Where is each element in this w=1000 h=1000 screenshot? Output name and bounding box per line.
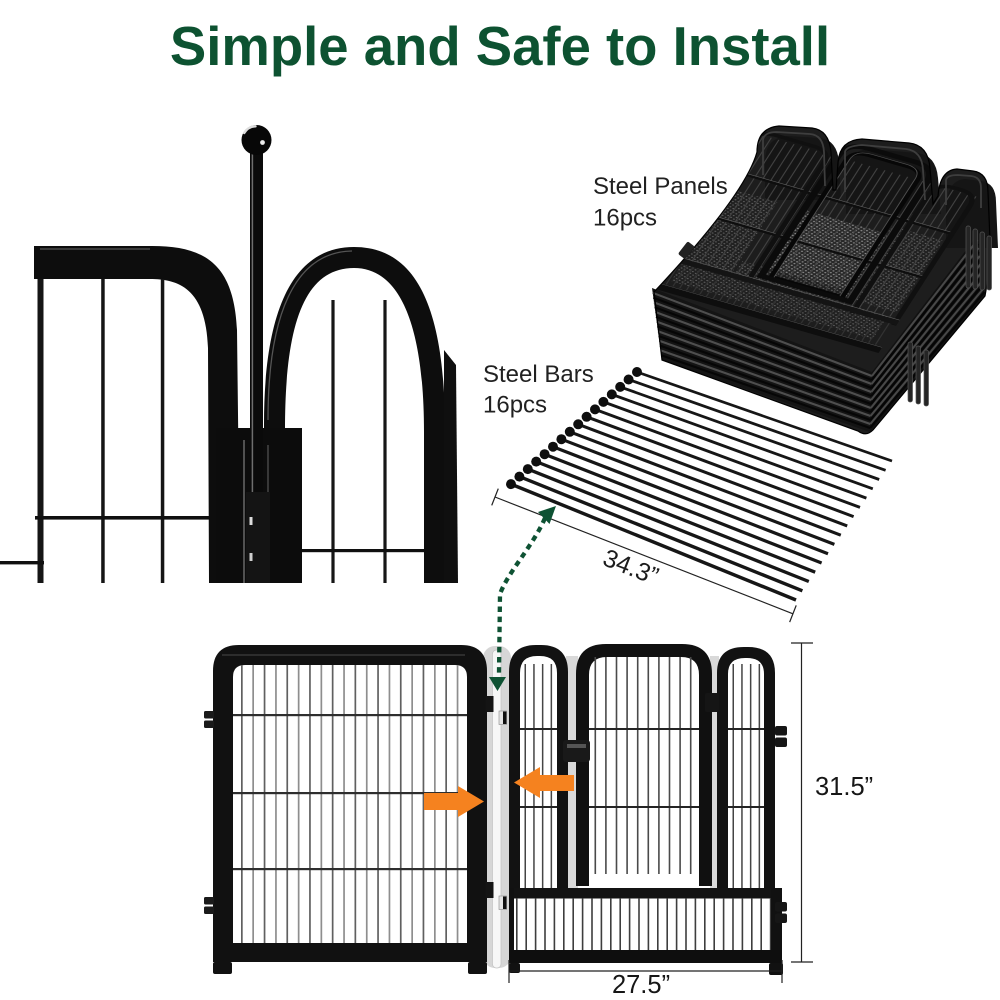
svg-text:27.5”: 27.5” xyxy=(612,971,670,999)
svg-text:16pcs: 16pcs xyxy=(483,392,547,419)
svg-text:Steel Bars: Steel Bars xyxy=(483,361,594,388)
svg-text:Simple and Safe to Install: Simple and Safe to Install xyxy=(170,16,830,77)
svg-text:Steel Panels: Steel Panels xyxy=(593,173,728,200)
svg-text:16pcs: 16pcs xyxy=(593,205,657,232)
svg-text:31.5”: 31.5” xyxy=(815,773,873,801)
